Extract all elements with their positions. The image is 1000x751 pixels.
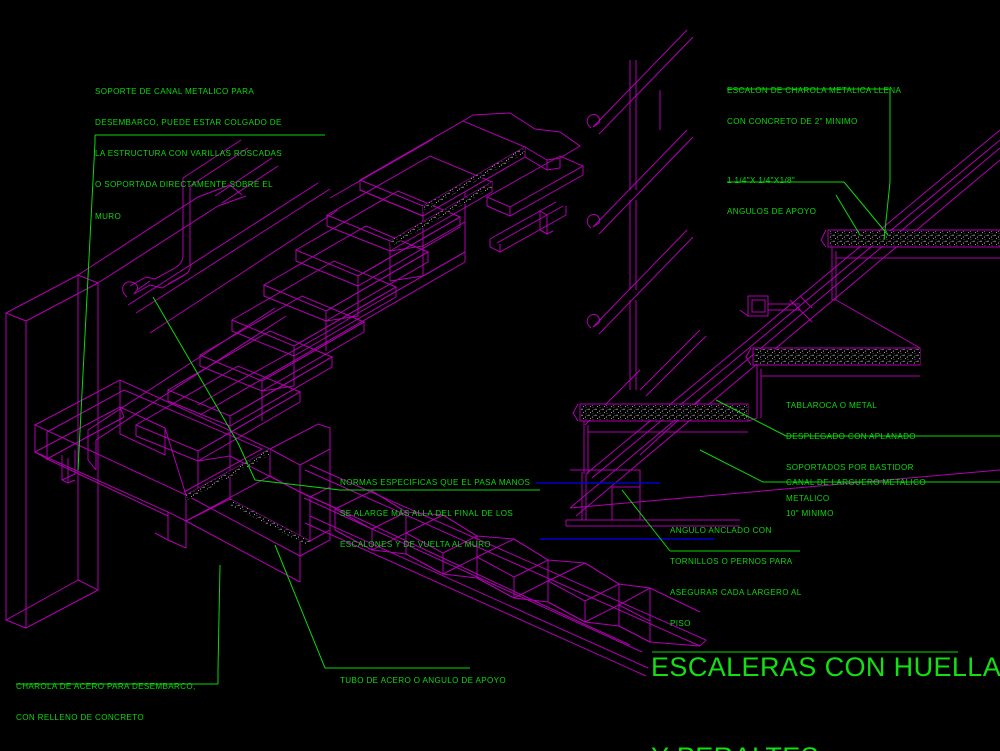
annotation-line: O SOPORTADA DIRECTAMENTE SOBRE EL [95, 180, 273, 190]
annotation-tablaroca-o-metal-desplegado: TABLAROCA O METAL DESPLEGADO CON APLANAD… [786, 380, 916, 526]
annotation-line: DESPLEGADO CON APLANADO [786, 432, 916, 442]
annotation-line: ASEGURAR CADA LARGERO AL [670, 588, 802, 598]
annotation-line: CANAL DE LARGUERO METALICO [786, 477, 926, 487]
annotation-line: DESEMBARCO, PUEDE ESTAR COLGADO DE [95, 118, 282, 128]
annotation-line: 1 1/4"X 1/4"X1/8" [727, 175, 796, 185]
annotation-line: SOPORTE DE CANAL METALICO PARA [95, 86, 255, 96]
annotation-line: CON CONCRETO DE 2" MINIMO [727, 117, 858, 127]
annotation-canal-de-larguero-metalico: CANAL DE LARGUERO METALICO 10" MINIMO [786, 457, 926, 540]
annotation-line: TABLAROCA O METAL [786, 400, 878, 410]
iso-stair-stringer [77, 182, 339, 471]
annotation-line: PISO [670, 619, 691, 629]
annotation-line: SE ALARGE MÁS ALLA DEL FINAL DE LOS [340, 509, 514, 519]
iso-landing-channel-beam [462, 112, 585, 253]
section-base-anchor [565, 469, 740, 527]
section-handrail [586, 29, 694, 390]
annotation-escalon-charola-metalica: ESCALON DE CHAROLA METALICA LLENA CON CO… [727, 65, 901, 148]
annotation-line: METALICO [786, 494, 830, 504]
annotation-soporte-canal-metalico: SOPORTE DE CANAL METALICO PARA DESEMBARC… [95, 66, 282, 243]
annotation-line: MURO [95, 211, 122, 221]
concrete-fill-iso-hatches [186, 147, 525, 547]
concrete-fill-hatches [581, 231, 1000, 420]
annotation-line: CON RELLENO DE CONCRETO [16, 713, 144, 723]
annotation-normas-especificas-pasamanos: NORMAS ESPECIFICAS QUE EL PASA MANOS SE … [340, 457, 530, 571]
annotation-line: ANGULOS DE APOYO [727, 207, 817, 217]
annotation-line: CHAROLA DE ACERO PARA DESEMBARCO, [16, 681, 196, 691]
drawing-title: ESCALERAS CON HUELLAS Y PERALTES [651, 592, 1000, 751]
iso-landing-tray [33, 379, 272, 549]
annotation-line: 10" MINIMO [786, 509, 834, 519]
floor-datum-lines [536, 482, 714, 540]
annotation-line: NORMAS ESPECIFICAS QUE EL PASA MANOS [340, 477, 531, 487]
drawing-title-line: Y PERALTES [651, 742, 1000, 751]
annotation-angulo-anclado-con-tornillos: ANGULO ANCLADO CON TORNILLOS O PERNOS PA… [670, 505, 802, 651]
drawing-title-line: ESCALERAS CON HUELLAS [651, 652, 1000, 682]
annotation-line: ESCALON DE CHAROLA METALICA LLENA [727, 85, 902, 95]
annotation-line: TUBO DE ACERO O ANGULO DE APOYO [340, 675, 507, 685]
annotation-line: TORNILLOS O PERNOS PARA [670, 557, 793, 567]
iso-handrail [122, 139, 279, 298]
iso-wall-slab [5, 274, 99, 629]
annotation-line: SOPORTADOS POR BASTIDOR [786, 463, 914, 473]
annotation-line: LA ESTRUCTURA CON VARILLAS ROSCADAS [95, 149, 283, 159]
annotation-angulos-de-apoyo: 1 1/4"X 1/4"X1/8" ANGULOS DE APOYO [727, 155, 816, 238]
annotation-line: ANGULO ANCLADO CON [670, 525, 772, 535]
section-upper-anchor-detail [739, 295, 813, 323]
annotation-leader-lines [16, 88, 1000, 685]
annotation-tubo-de-acero-o-angulo-de-apoyo: TUBO DE ACERO O ANGULO DE APOYO [340, 655, 506, 707]
annotation-line: ESCALONES Y DE VUELTA AL MURO [340, 540, 491, 550]
annotation-charola-de-acero-desembarco: CHAROLA DE ACERO PARA DESEMBARCO, CON RE… [16, 661, 196, 744]
iso-lower-flight [299, 464, 707, 677]
